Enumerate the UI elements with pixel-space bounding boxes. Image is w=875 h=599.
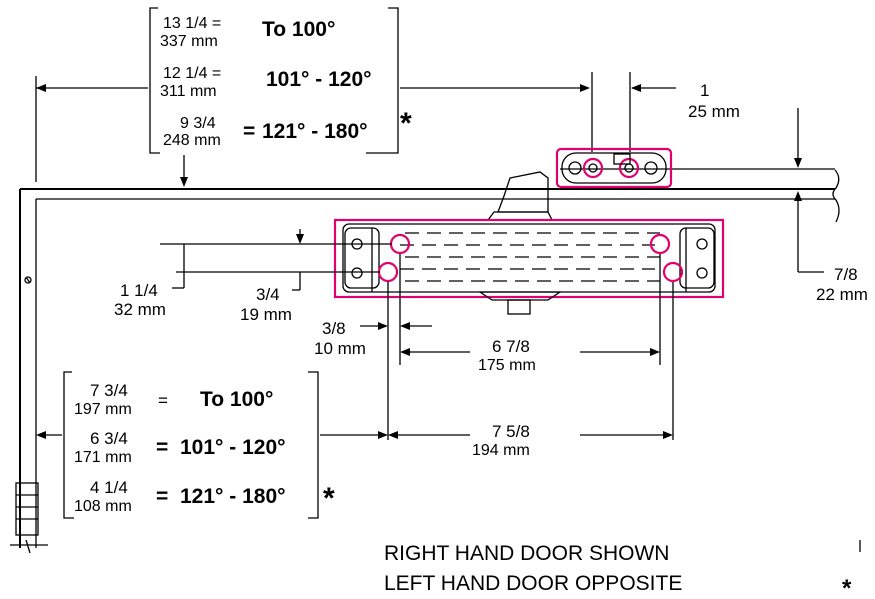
caption-line-1: RIGHT HAND DOOR SHOWN [384,542,669,565]
top-row2-frac: 12 1/4 = [163,65,221,82]
door-frame [10,168,840,554]
bottom-row3-star: * [323,482,335,515]
bottom-row3-frac: 4 1/4 [90,478,128,497]
arm-shoe [486,147,673,221]
dim-1-1-4-frac: 1 1/4 [120,281,158,300]
bottom-row2-range: 101° - 120° [180,436,286,459]
dim-horizontal-mid: 3/8 10 mm 6 7/8 175 mm 7 5/8 194 mm [314,254,674,459]
top-row3-eq: = [243,120,255,143]
dim-3-8-mm: 10 mm [314,339,366,358]
bottom-row1-mm: 197 mm [74,401,132,418]
caption-line-2: LEFT HAND DOOR OPPOSITE [384,572,682,595]
top-row3-mm: 248 mm [163,132,221,149]
bottom-row3-mm: 108 mm [74,498,132,515]
top-dimension-box: 13 1/4 = 337 mm To 100° 12 1/4 = 311 mm … [149,7,412,154]
bottom-row2-eq: = [156,436,168,459]
dim-7-5-8-mm: 194 mm [472,442,530,459]
dim-6-7-8-frac: 6 7/8 [492,337,530,356]
dim-7-5-8-frac: 7 5/8 [492,422,530,441]
top-dimension-line [35,76,590,187]
dim-7-8-frac: 7/8 [834,265,858,284]
top-row1-mm: 337 mm [160,33,218,50]
top-row3-star: * [400,107,412,140]
bottom-row1-frac: 7 3/4 [90,381,128,400]
dim-1in: 1 25 mm [591,72,740,152]
bottom-row3-range: 121° - 180° [180,485,286,508]
top-row2-range: 101° - 120° [266,68,372,91]
dim-left-vertical: 1 1/4 32 mm 3/4 19 mm [114,243,392,324]
dim-6-7-8-mm: 175 mm [478,357,536,374]
bottom-row1-range: To 100° [200,388,273,411]
top-row3-frac: 9 3/4 [180,115,216,132]
footnote-star: * [842,575,852,599]
dim-7-8-mm: 22 mm [816,285,868,304]
dim-1in-frac: 1 [700,81,709,100]
top-row2-mm: 311 mm [160,83,217,100]
bottom-row2-mm: 171 mm [74,449,132,466]
top-row1-frac: 13 1/4 = [163,15,221,32]
dim-3-8-frac: 3/8 [322,319,346,338]
closer-body [296,218,725,315]
dim-1-1-4-mm: 32 mm [114,300,166,319]
bottom-row1-eq: = [158,391,168,410]
bottom-dimension-box: 7 3/4 197 mm = To 100° 6 3/4 171 mm = 10… [36,371,388,519]
bottom-row3-eq: = [156,485,168,508]
bottom-row2-frac: 6 3/4 [90,429,128,448]
top-row1-range: To 100° [262,18,335,41]
dim-3-4-frac: 3/4 [256,285,280,304]
dim-7-8: 7/8 22 mm [794,108,868,304]
dim-1in-mm: 25 mm [688,102,740,121]
top-row3-range: 121° - 180° [262,120,368,143]
dim-3-4-mm: 19 mm [240,305,292,324]
